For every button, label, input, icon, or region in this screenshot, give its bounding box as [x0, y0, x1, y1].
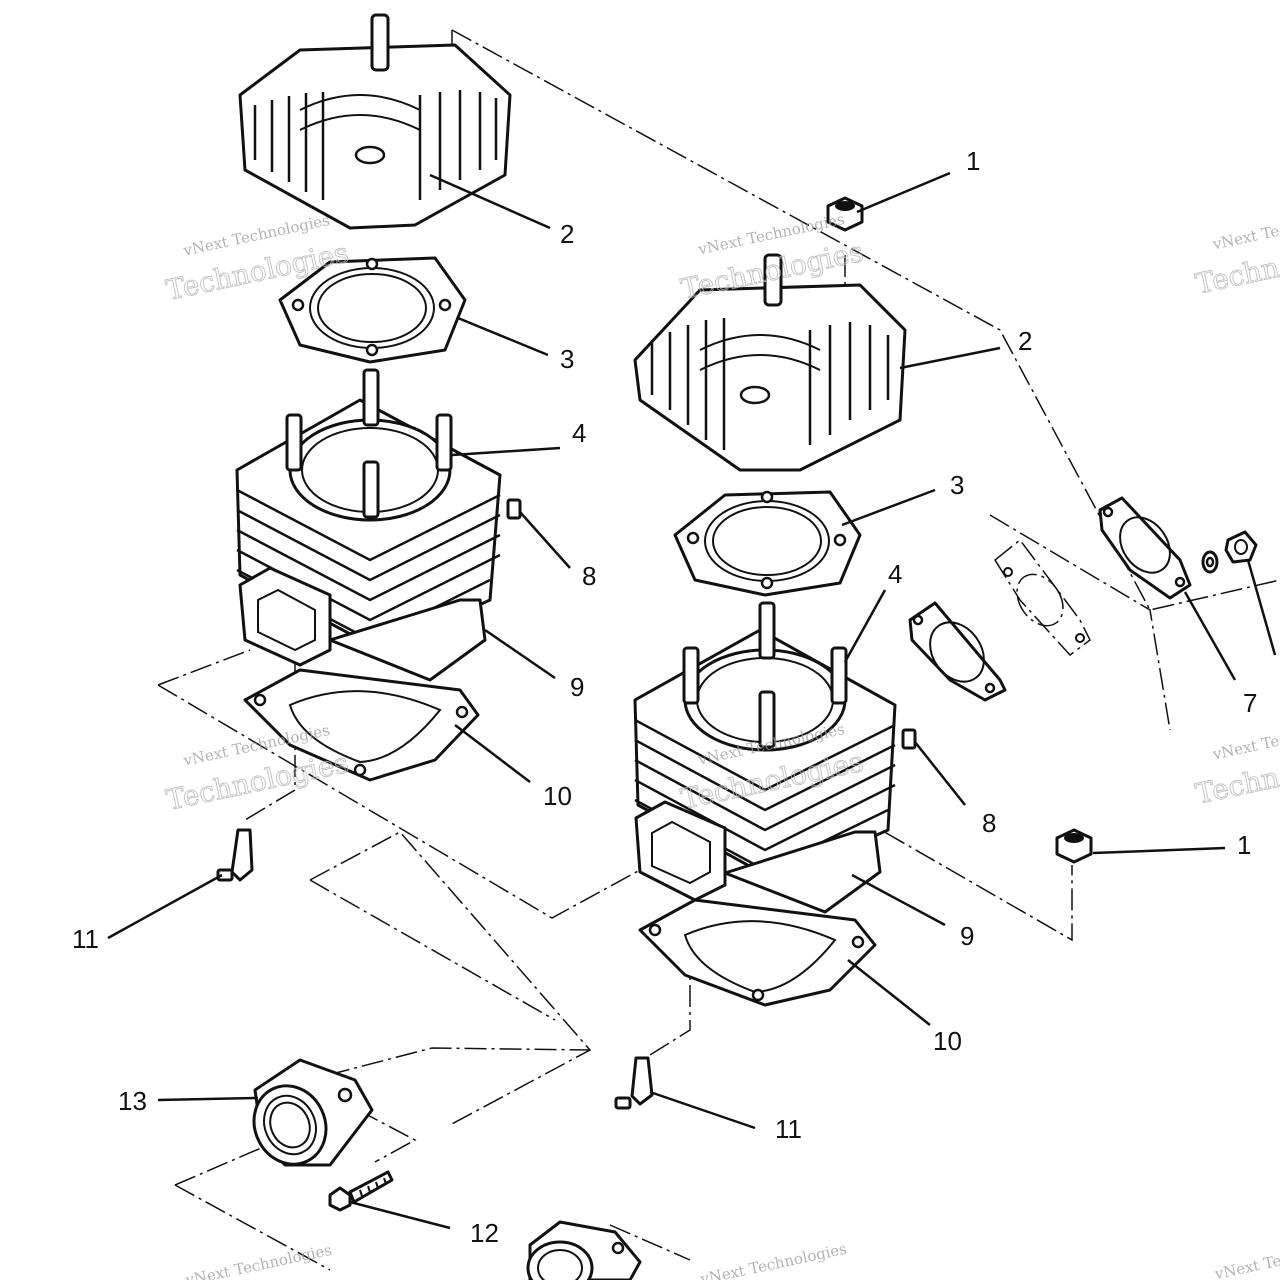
callout-1-top: 1: [966, 146, 980, 176]
bolt-12: [328, 1170, 394, 1212]
callout-2-left: 2: [560, 219, 574, 249]
cylinder-head-left: [238, 13, 512, 230]
callout-12: 12: [470, 1218, 499, 1248]
watermark-bc: vNext Technologies: [698, 1240, 848, 1280]
watermark-bl: vNext Technologies: [183, 1241, 333, 1280]
watermark-tr: vNext Technologies Technologies: [1192, 205, 1280, 301]
callout-8-right: 8: [982, 808, 996, 838]
washer-7: [1201, 550, 1219, 574]
callout-11-left: 11: [72, 924, 99, 954]
callout-11-right: 11: [775, 1114, 802, 1144]
exhaust-gasket-middle: [994, 538, 1091, 657]
leader-lines: [107, 171, 1277, 1230]
callout-4-right: 4: [888, 559, 902, 589]
base-gasket-left: [243, 668, 480, 782]
cylinder-right: [633, 601, 917, 914]
svg-text:vNext Technologies: vNext Technologies: [1210, 715, 1280, 764]
watermark-br: vNext Technologies: [1212, 1235, 1280, 1280]
watermark-mr: vNext Technologies Technologies: [1192, 715, 1280, 811]
callout-10-left: 10: [543, 781, 572, 811]
callout-4-left: 4: [572, 418, 586, 448]
svg-text:vNext Technologies: vNext Technologies: [698, 1240, 848, 1280]
watermark-ml: vNext Technologies Technologies: [163, 721, 352, 817]
callout-3-left: 3: [560, 344, 574, 374]
callout-labels: 1 2 2 3 3 4 4 8 7 9 10 8 1 11 9 10 13 11…: [72, 146, 1257, 1248]
callout-10-right: 10: [933, 1026, 962, 1056]
callout-9-right: 9: [960, 921, 974, 951]
head-gasket-right: [673, 490, 862, 597]
nut-1-bottom: [1055, 828, 1093, 864]
callout-3-right: 3: [950, 470, 964, 500]
svg-text:vNext Technologies: vNext Technologies: [183, 1241, 333, 1280]
callout-9-left: 9: [570, 672, 584, 702]
cylinder-head-right: [633, 253, 907, 472]
svg-text:vNext Technologies: vNext Technologies: [1210, 205, 1280, 254]
nut-1-top: [826, 196, 864, 232]
base-gasket-right: [638, 898, 877, 1007]
fitting-left: [216, 828, 254, 882]
callout-7: 7: [1243, 688, 1257, 718]
intake-manifold-13: [252, 1058, 374, 1167]
callout-13: 13: [118, 1086, 147, 1116]
callout-8-left: 8: [582, 561, 596, 591]
intake-manifold-lower: [526, 1220, 642, 1280]
callout-1-bottom: 1: [1237, 830, 1251, 860]
fitting-right: [614, 1056, 654, 1110]
exhaust-gasket-front: [908, 601, 1007, 702]
callout-2-right: 2: [1018, 326, 1032, 356]
cylinder-left: [235, 368, 522, 682]
exhaust-gasket-rear: [1098, 496, 1192, 600]
nut-7: [1224, 530, 1258, 564]
svg-text:vNext Technologies: vNext Technologies: [1212, 1235, 1280, 1280]
head-gasket-left: [278, 256, 467, 364]
